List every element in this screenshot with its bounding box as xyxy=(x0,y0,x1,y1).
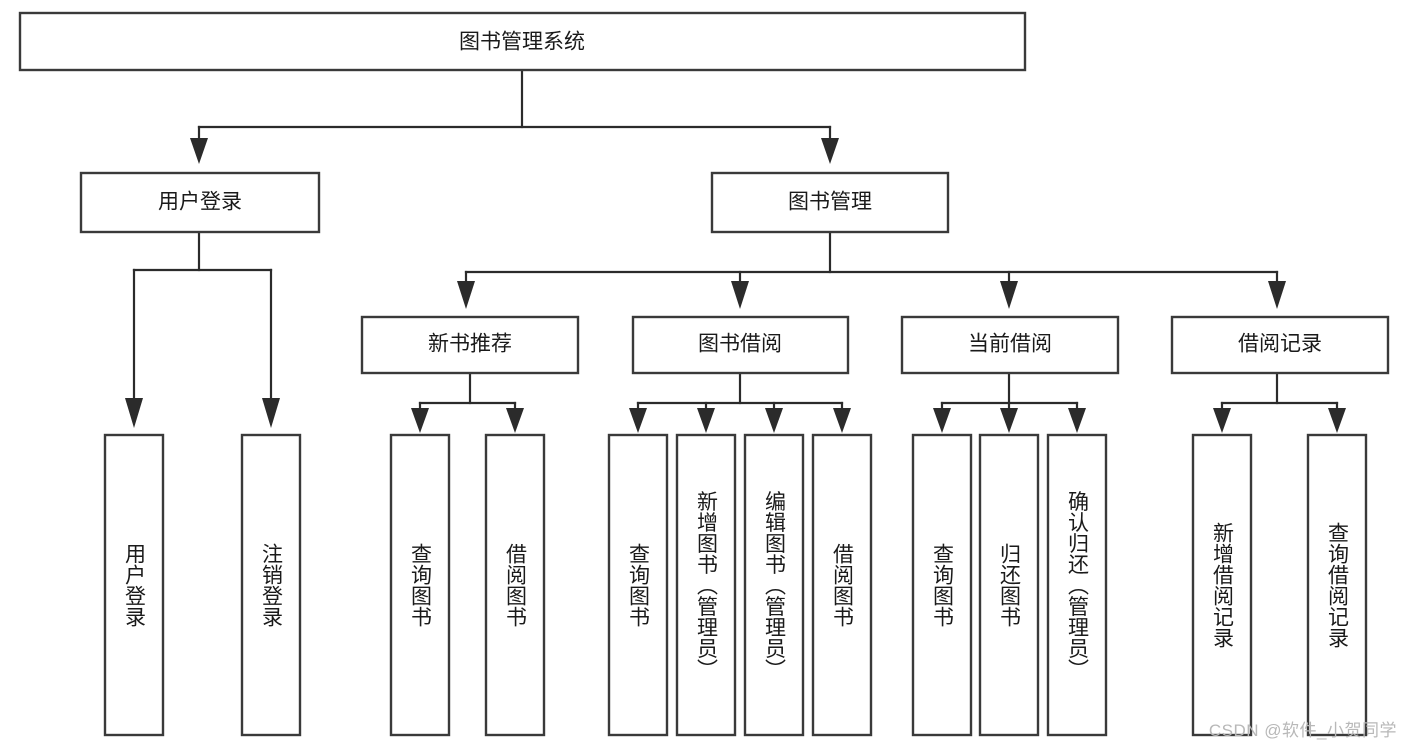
arrowhead-current-borrow xyxy=(1000,281,1018,309)
node-leaf-user-logout-box[interactable] xyxy=(240,433,302,737)
node-new-book-recommend-label: 新书推荐 xyxy=(428,333,512,356)
node-user-login-label: 用户登录 xyxy=(158,191,242,214)
node-user-login-box[interactable] xyxy=(79,171,321,234)
node-leaf-edit-book-box[interactable] xyxy=(743,433,805,737)
node-new-book-recommend-box[interactable] xyxy=(360,315,580,375)
arrowhead-leaf-query-book-3 xyxy=(933,408,951,433)
arrowhead-leaf-query-record xyxy=(1328,408,1346,433)
node-leaf-user-login-label: 用户登录 xyxy=(123,543,147,627)
node-current-borrow-box[interactable] xyxy=(900,315,1120,375)
node-current-borrow[interactable]: 当前借阅 xyxy=(900,315,1120,375)
node-borrow-record-box[interactable] xyxy=(1170,315,1390,375)
node-leaf-query-book-2[interactable]: 查询图书 xyxy=(607,433,669,737)
node-leaf-add-record-label: 新增借阅记录 xyxy=(1211,522,1235,648)
node-book-borrow-label: 图书借阅 xyxy=(698,333,782,356)
node-root-label: 图书管理系统 xyxy=(459,31,585,54)
node-leaf-add-book-label: 新增图书（管理员） xyxy=(695,491,719,680)
node-leaf-return-book-box[interactable] xyxy=(978,433,1040,737)
node-leaf-user-login[interactable]: 用户登录 xyxy=(103,433,165,737)
node-leaf-borrow-book-2-box[interactable] xyxy=(811,433,873,737)
arrowhead-leaf-user-logout xyxy=(262,398,280,428)
node-borrow-record-label: 借阅记录 xyxy=(1238,333,1322,356)
node-leaf-add-record[interactable]: 新增借阅记录 xyxy=(1191,433,1253,737)
node-root-box[interactable] xyxy=(18,11,1027,72)
node-leaf-borrow-book-1-label: 借阅图书 xyxy=(504,543,528,627)
node-leaf-borrow-book-2[interactable]: 借阅图书 xyxy=(811,433,873,737)
node-leaf-add-book-box[interactable] xyxy=(675,433,737,737)
arrowhead-leaf-return-book xyxy=(1000,408,1018,433)
node-borrow-record[interactable]: 借阅记录 xyxy=(1170,315,1390,375)
node-leaf-user-login-box[interactable] xyxy=(103,433,165,737)
arrowhead-leaf-add-book xyxy=(697,408,715,433)
arrowhead-leaf-query-book-1 xyxy=(411,408,429,433)
arrowhead-borrow-record xyxy=(1268,281,1286,309)
node-leaf-borrow-book-2-label: 借阅图书 xyxy=(831,543,855,627)
node-leaf-borrow-book-1[interactable]: 借阅图书 xyxy=(484,433,546,737)
node-leaf-return-book[interactable]: 归还图书 xyxy=(978,433,1040,737)
node-leaf-query-book-1-box[interactable] xyxy=(389,433,451,737)
node-user-login[interactable]: 用户登录 xyxy=(79,171,321,234)
node-leaf-edit-book[interactable]: 编辑图书（管理员） xyxy=(743,433,805,737)
arrowhead-leaf-add-record xyxy=(1213,408,1231,433)
node-root[interactable]: 图书管理系统 xyxy=(18,11,1027,72)
node-leaf-edit-book-label: 编辑图书（管理员） xyxy=(763,491,787,680)
node-leaf-add-book[interactable]: 新增图书（管理员） xyxy=(675,433,737,737)
node-book-manage[interactable]: 图书管理 xyxy=(710,171,950,234)
node-leaf-confirm-return-box[interactable] xyxy=(1046,433,1108,737)
arrowhead-new-book-recommend xyxy=(457,281,475,309)
node-book-borrow[interactable]: 图书借阅 xyxy=(631,315,850,375)
arrowhead-leaf-borrow-book-1 xyxy=(506,408,524,433)
node-leaf-user-logout-label: 注销登录 xyxy=(260,543,284,627)
arrowhead-book-manage xyxy=(821,138,839,164)
node-book-borrow-box[interactable] xyxy=(631,315,850,375)
arrowhead-leaf-query-book-2 xyxy=(629,408,647,433)
arrowhead-leaf-borrow-book-2 xyxy=(833,408,851,433)
arrowhead-book-borrow xyxy=(731,281,749,309)
node-leaf-user-logout[interactable]: 注销登录 xyxy=(240,433,302,737)
node-leaf-confirm-return[interactable]: 确认归还（管理员） xyxy=(1046,433,1108,737)
node-book-manage-box[interactable] xyxy=(710,171,950,234)
node-leaf-query-book-1[interactable]: 查询图书 xyxy=(389,433,451,737)
node-leaf-query-book-2-label: 查询图书 xyxy=(627,543,651,627)
arrowhead-leaf-user-login xyxy=(125,398,143,428)
node-leaf-query-record-label: 查询借阅记录 xyxy=(1326,522,1350,648)
node-book-manage-label: 图书管理 xyxy=(788,191,872,214)
node-leaf-query-book-1-label: 查询图书 xyxy=(409,543,433,627)
arrowhead-leaf-confirm-return xyxy=(1068,408,1086,433)
node-current-borrow-label: 当前借阅 xyxy=(968,333,1052,356)
node-leaf-add-record-box[interactable] xyxy=(1191,433,1253,737)
node-leaf-query-book-3-label: 查询图书 xyxy=(931,543,955,627)
node-leaf-return-book-label: 归还图书 xyxy=(998,543,1022,627)
arrowhead-user-login xyxy=(190,138,208,164)
node-leaf-confirm-return-label: 确认归还（管理员） xyxy=(1066,491,1090,680)
node-leaf-query-record[interactable]: 查询借阅记录 xyxy=(1306,433,1368,737)
arrowhead-leaf-edit-book xyxy=(765,408,783,433)
node-leaf-query-book-3[interactable]: 查询图书 xyxy=(911,433,973,737)
node-leaf-query-record-box[interactable] xyxy=(1306,433,1368,737)
node-leaf-query-book-3-box[interactable] xyxy=(911,433,973,737)
node-leaf-query-book-2-box[interactable] xyxy=(607,433,669,737)
connector-layer xyxy=(125,68,1346,433)
node-leaf-borrow-book-1-box[interactable] xyxy=(484,433,546,737)
node-new-book-recommend[interactable]: 新书推荐 xyxy=(360,315,580,375)
